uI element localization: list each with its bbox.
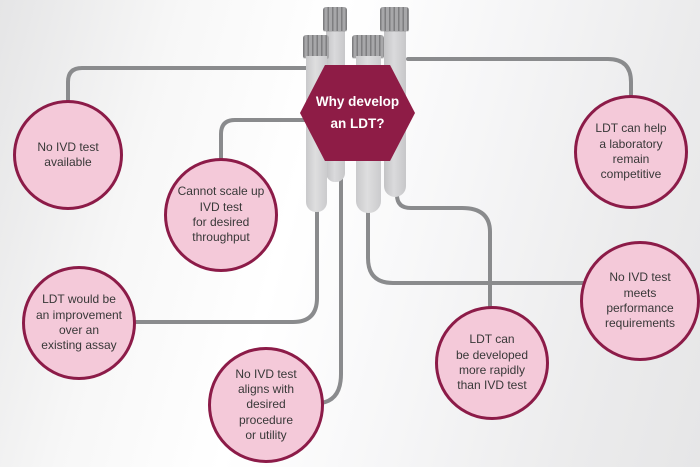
reason-circle-cannot-scale-up: Cannot scale up IVD test for desired thr… (164, 158, 278, 272)
connector-no-ivd-performance (366, 206, 585, 285)
tube-cap-icon (323, 7, 347, 31)
reason-circle-no-ivd-aligns: No IVD test aligns with desired procedur… (208, 347, 324, 463)
reason-circle-no-ivd-available: No IVD test available (13, 100, 123, 210)
reason-circle-ldt-rapid: LDT can be developed more rapidly than I… (435, 306, 549, 420)
central-question-hexagon: Why develop an LDT? (300, 65, 415, 161)
connector-ldt-improvement (134, 206, 319, 324)
reason-circle-ldt-competitive: LDT can help a laboratory remain competi… (574, 95, 688, 209)
connector-ldt-competitive (406, 57, 633, 98)
tube-cap-icon (380, 7, 409, 31)
connector-no-ivd-available (66, 66, 309, 102)
connector-ldt-rapid (395, 188, 492, 309)
tube-cap-icon (303, 35, 329, 58)
tube-cap-icon (352, 35, 384, 58)
connector-cannot-scale-up (219, 118, 309, 160)
reason-circle-no-ivd-performance: No IVD test meets performance requiremen… (580, 241, 700, 361)
reason-circle-ldt-improvement: LDT would be an improvement over an exis… (22, 266, 136, 380)
connector-no-ivd-aligns (319, 176, 343, 405)
